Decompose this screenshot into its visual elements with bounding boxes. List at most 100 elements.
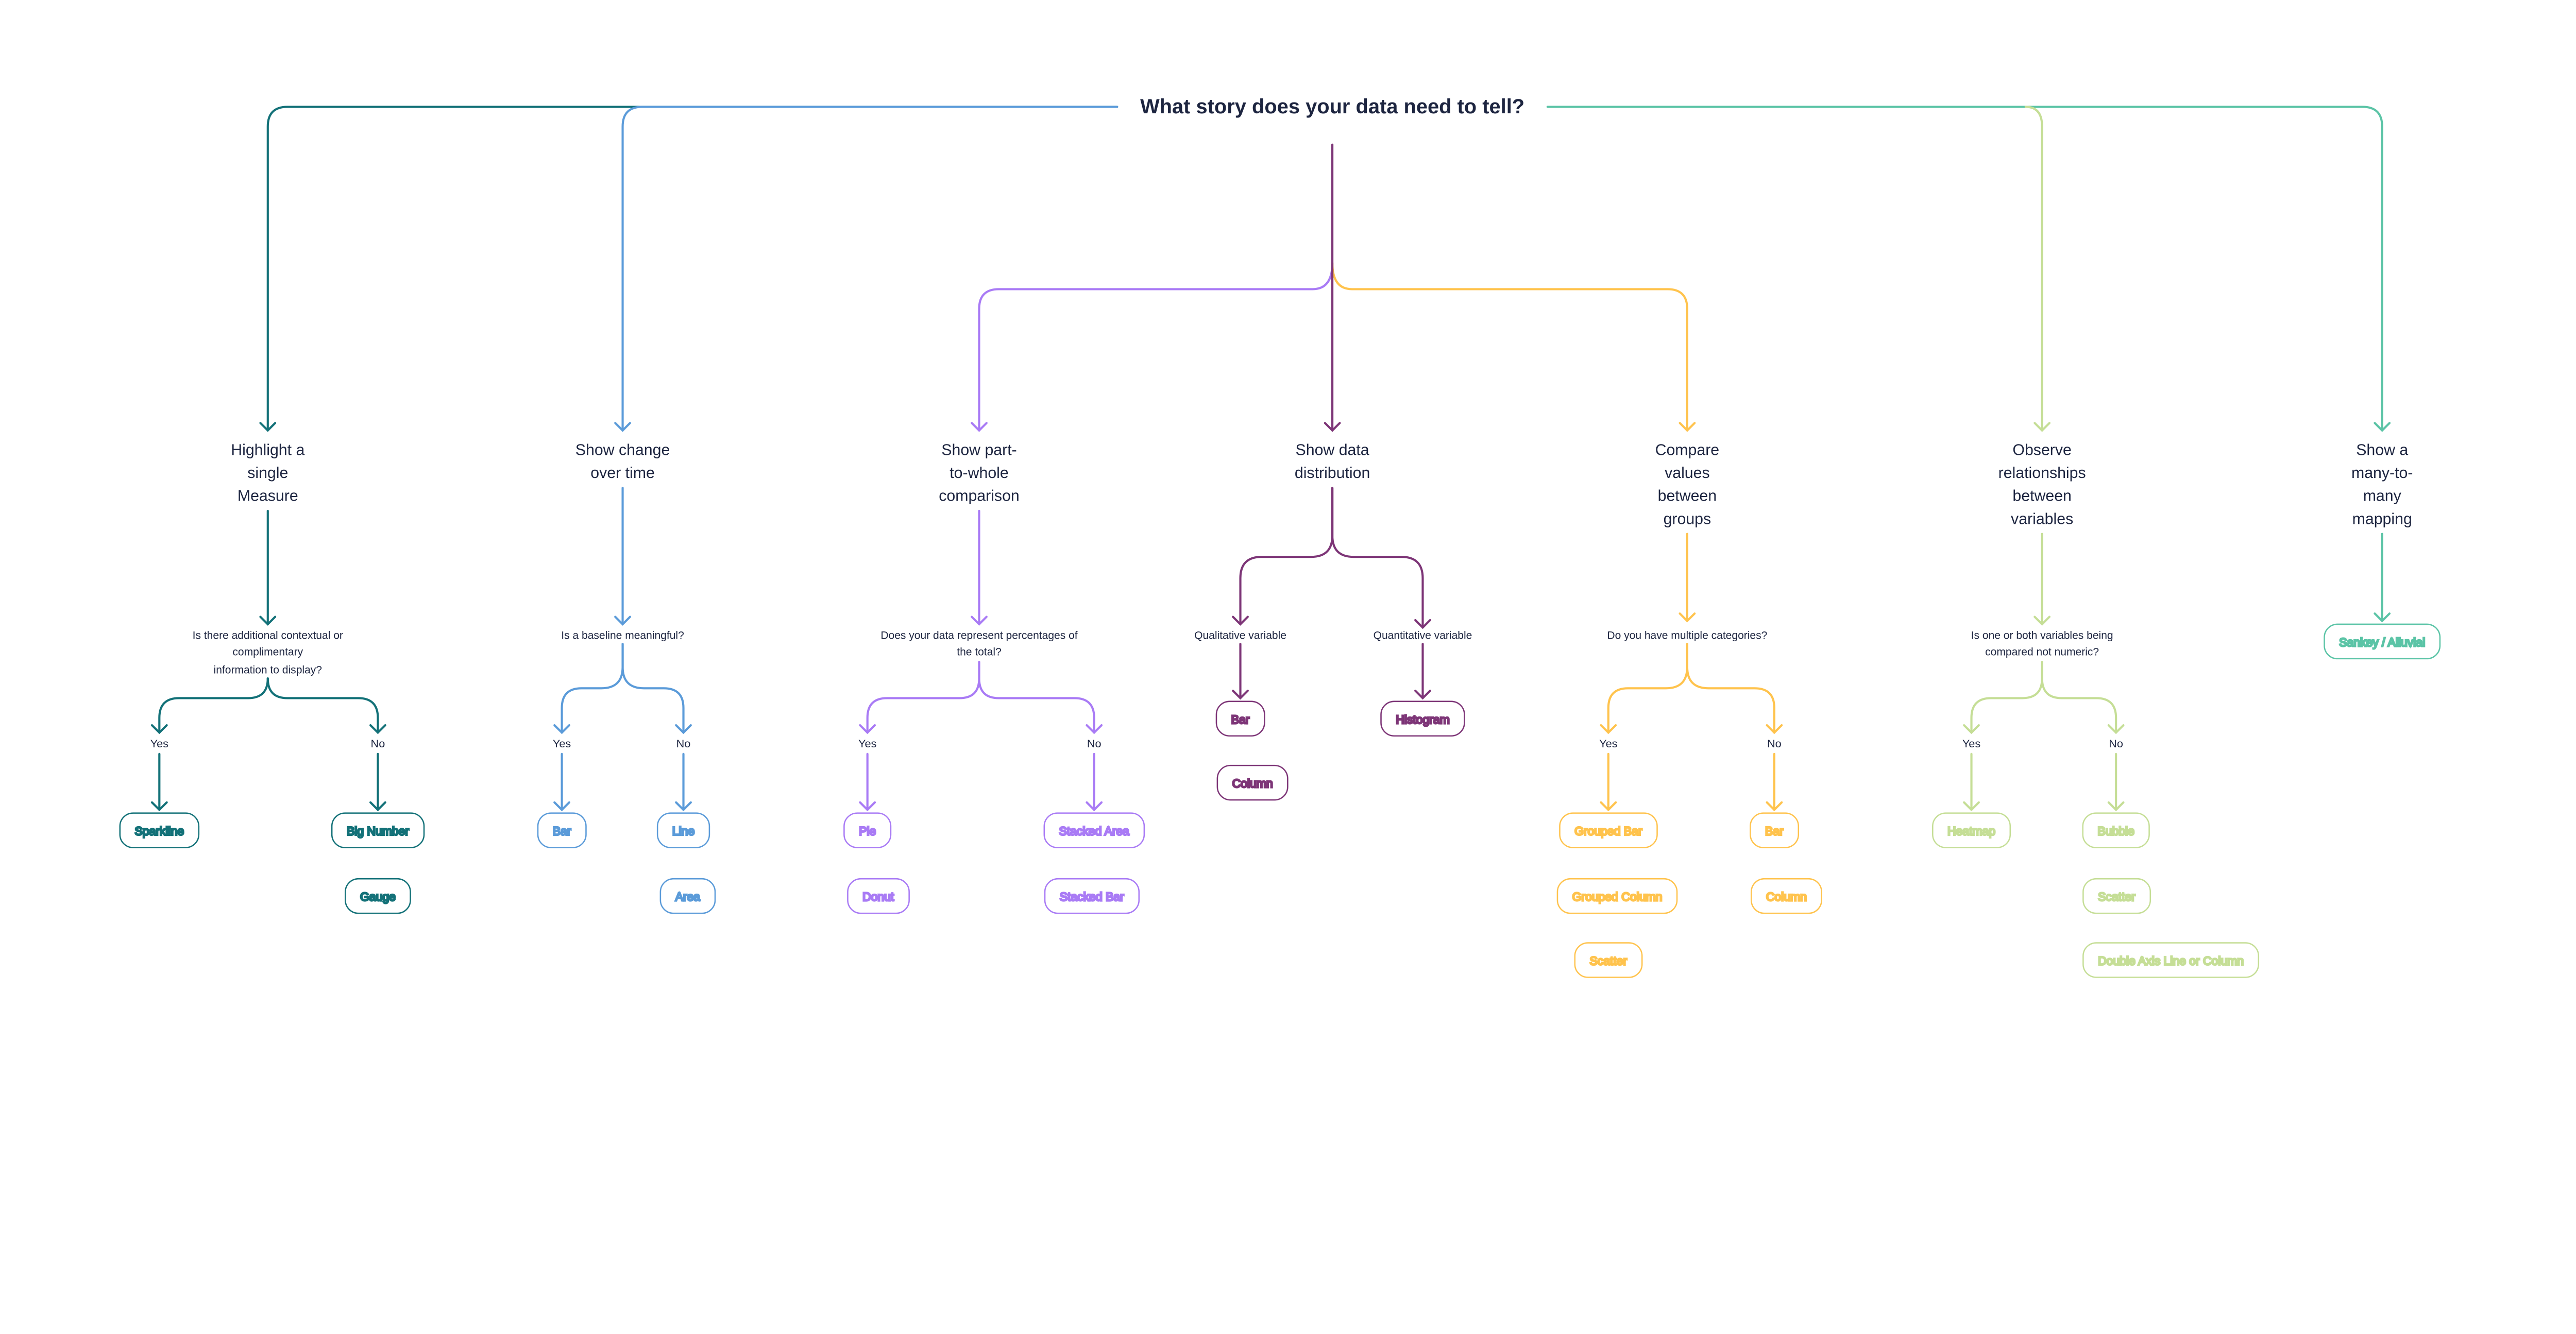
yes-label: Yes: [1599, 737, 1618, 750]
question-relationships-line: Is one or both variables being: [1971, 630, 2113, 642]
question-highlight-line: Is there additional contextual or: [193, 630, 343, 642]
option-label: Bar: [553, 825, 571, 838]
option-box: [847, 878, 910, 914]
category-change-line: over time: [590, 465, 655, 482]
category-highlight-line: Measure: [238, 488, 298, 505]
no-label: No: [2109, 737, 2123, 750]
connector-compare: [1331, 262, 1696, 432]
option-box: [345, 878, 411, 914]
option-sankey-alluvial: Sankey / Alluvial: [2324, 623, 2441, 660]
category-distribution-line: distribution: [1295, 465, 1370, 482]
question-highlight-line: complimentary: [232, 646, 303, 658]
no-label: No: [371, 737, 385, 750]
option-label: Heatmap: [1947, 825, 1995, 838]
connector-no: [266, 677, 386, 734]
option-box: [2082, 878, 2151, 914]
qualitative-label: Qualitative variable: [1194, 630, 1286, 642]
option-box: [1574, 942, 1643, 978]
category-compare-line: values: [1665, 465, 1710, 482]
option-donut: Donut: [847, 878, 910, 914]
option-box: [656, 812, 710, 848]
connector-no: [621, 643, 692, 734]
option-column: Column: [1750, 878, 1822, 914]
connector-yes: [1963, 661, 2043, 734]
connector-no: [2041, 661, 2125, 734]
option-box: [2324, 623, 2441, 660]
option-label: Stacked Bar: [1060, 890, 1124, 903]
option-box: [1932, 812, 2011, 848]
category-distribution-line: Show data: [1296, 441, 1369, 458]
option-label: Gauge: [360, 890, 396, 903]
option-label: Stacked Area: [1059, 825, 1130, 838]
option-box: [843, 812, 892, 848]
connector-change: [614, 106, 1118, 432]
option-bar: Bar: [537, 812, 587, 848]
option-bar: Bar: [1215, 700, 1265, 737]
category-highlight-line: single: [247, 465, 288, 482]
no-label: No: [676, 737, 691, 750]
question-part-to-whole-line: Does your data represent percentages of: [880, 630, 1077, 642]
option-scatter: Scatter: [2082, 878, 2151, 914]
option-label: Column: [1766, 890, 1807, 903]
option-heatmap: Heatmap: [1932, 812, 2011, 848]
option-grouped-column: Grouped Column: [1556, 878, 1678, 914]
option-box: [1216, 764, 1289, 801]
question-change: Is a baseline meaningful?: [561, 630, 684, 642]
option-box: [1044, 878, 1140, 914]
option-stacked-bar: Stacked Bar: [1044, 878, 1140, 914]
connector-qualitative: [1232, 487, 1334, 626]
decision-tree: What story does your data need to tell? …: [119, 95, 2441, 978]
category-part-to-whole-line: Show part-: [941, 441, 1016, 458]
option-label: Histogram: [1396, 713, 1450, 726]
connector-highlight: [259, 106, 1118, 432]
connector-relationships: [2024, 106, 2051, 432]
option-box: [1750, 878, 1822, 914]
connector-no: [978, 661, 1103, 734]
option-box: [659, 878, 716, 914]
option-label: Grouped Bar: [1574, 825, 1642, 838]
category-mapping-line: Show a: [2356, 441, 2408, 458]
option-label: Bubble: [2097, 825, 2134, 838]
option-label: Area: [675, 890, 701, 903]
option-histogram: Histogram: [1380, 700, 1465, 737]
option-bar: Bar: [1750, 812, 1800, 848]
option-box: [1380, 700, 1465, 737]
option-label: Line: [672, 825, 694, 838]
connector-yes: [150, 677, 269, 734]
question-highlight-line: information to display?: [214, 664, 322, 676]
option-gauge: Gauge: [345, 878, 411, 914]
option-box: [1559, 812, 1658, 848]
category-mapping-line: many-to-: [2351, 465, 2413, 482]
option-box: [537, 812, 587, 848]
root-question: What story does your data need to tell?: [1140, 95, 1524, 118]
option-big-number: Big Number: [331, 812, 425, 848]
connector-mapping: [1546, 106, 2391, 432]
connector-no: [1686, 643, 1783, 734]
quantitative-label: Quantitative variable: [1374, 630, 1472, 642]
option-bubble: Bubble: [2082, 812, 2150, 848]
option-label: Double Axis Line or Column: [2098, 954, 2244, 968]
option-line: Line: [656, 812, 710, 848]
yes-label: Yes: [553, 737, 571, 750]
option-area: Area: [659, 878, 716, 914]
option-double-axis: Double Axis Line or Column: [2082, 942, 2260, 978]
category-highlight-line: Highlight a: [231, 441, 304, 458]
option-label: Donut: [862, 890, 894, 903]
category-change-line: Show change: [575, 441, 670, 458]
question-compare: Do you have multiple categories?: [1607, 630, 1767, 642]
option-grouped-bar: Grouped Bar: [1559, 812, 1658, 848]
no-label: No: [1767, 737, 1782, 750]
category-relationships-line: Observe: [2012, 441, 2071, 458]
option-label: Pie: [859, 825, 876, 838]
category-compare-line: Compare: [1655, 441, 1720, 458]
option-scatter: Scatter: [1574, 942, 1643, 978]
option-box: [1750, 812, 1800, 848]
option-label: Big Number: [347, 825, 409, 838]
option-label: Sparkline: [134, 825, 184, 838]
option-pie: Pie: [843, 812, 892, 848]
option-box: [2082, 942, 2260, 978]
option-box: [2082, 812, 2150, 848]
category-mapping-line: mapping: [2352, 510, 2412, 527]
option-label: Scatter: [2098, 890, 2136, 903]
question-relationships-line: compared not numeric?: [1985, 646, 2099, 658]
